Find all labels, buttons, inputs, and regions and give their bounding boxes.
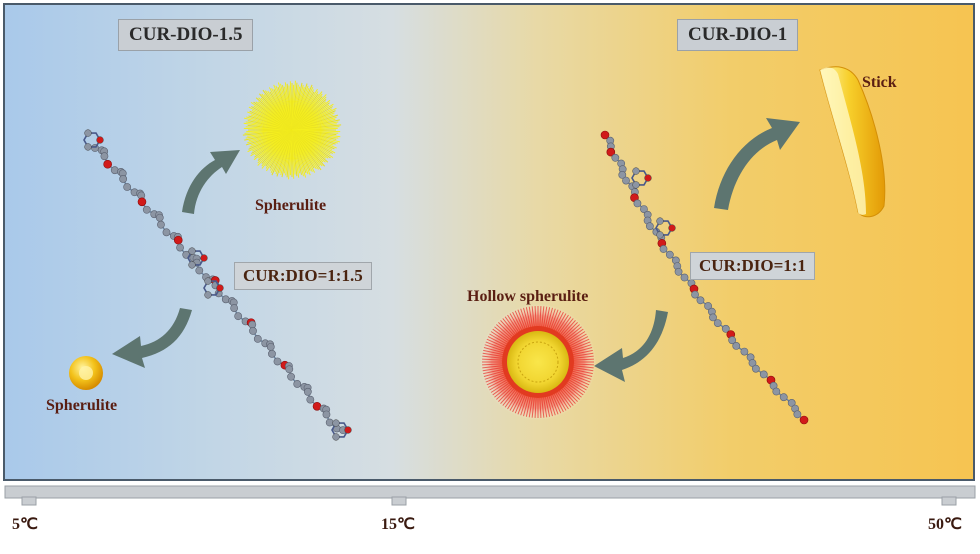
hollow-spherulite-icon [480,304,596,420]
arrow-curved-icon [112,308,192,368]
spherulite-icon [69,356,103,390]
temperature-tick-high: 50℃ [928,516,962,533]
left-section-title: CUR-DIO-1.5 [118,19,254,51]
molecule-chain-icon [600,130,809,425]
molecule-chain-icon [83,129,352,441]
right-upper-product-label: Stick [862,74,897,91]
temperature-tick-mid: 15℃ [381,516,415,533]
right-section-title: CUR-DIO-1 [677,19,799,51]
spherulite-icon [242,80,342,180]
temperature-gradient-panel [3,3,975,481]
stick-icon [819,66,886,218]
temperature-axis [4,485,976,506]
left-upper-product-label: Spherulite [255,197,327,214]
right-lower-product-label: Hollow spherulite [467,288,589,305]
left-lower-product-label: Spherulite [46,397,118,414]
arrow-curved-icon [714,118,800,210]
right-ratio-label: CUR:DIO=1:1 [690,252,815,280]
temperature-tick-low: 5℃ [12,516,38,533]
arrow-curved-icon [182,150,240,214]
left-ratio-label: CUR:DIO=1:1.5 [234,262,372,290]
arrow-curved-icon [594,310,668,382]
